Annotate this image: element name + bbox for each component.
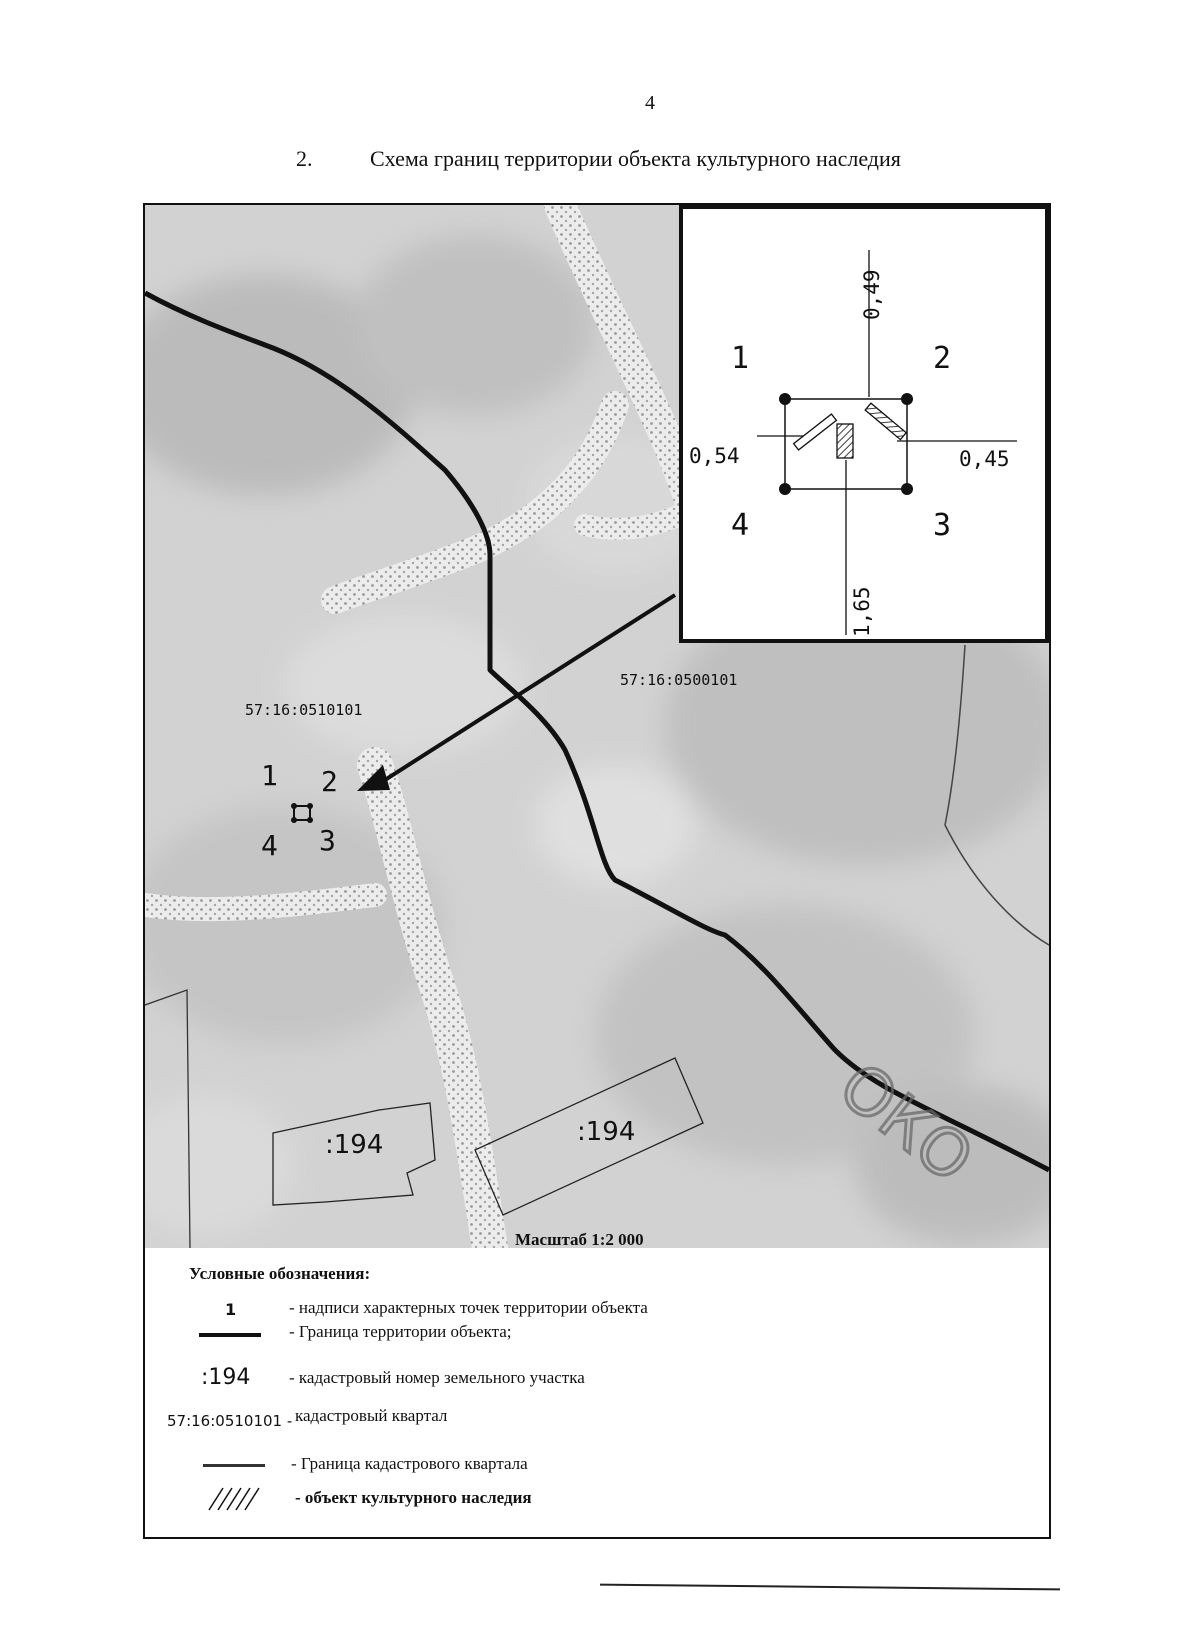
map-point-label-2: 2 xyxy=(321,765,338,798)
scale-label: Масштаб 1:2 000 xyxy=(515,1230,644,1249)
land-parcel-outline xyxy=(474,1057,704,1216)
page-number: 4 xyxy=(645,92,655,114)
territory-boundary-line xyxy=(145,290,1049,1173)
legend-text-boundary: - Граница территории объекта; xyxy=(289,1322,512,1341)
inset-point-label-2: 2 xyxy=(933,341,951,376)
dimension-label-left: 0,54 xyxy=(689,444,740,468)
object-marker xyxy=(291,803,313,823)
inset-detail: 1 2 4 3 0,49 0,54 0,45 1,65 xyxy=(679,205,1049,643)
parcel-label-south: :194 xyxy=(325,1130,383,1160)
map-point-label-1: 1 xyxy=(261,759,278,792)
legend-title: Условные обозначения: xyxy=(189,1264,371,1283)
legend: Условные обозначения: 1 - надписи характ… xyxy=(145,1248,1049,1538)
legend-text-point: - надписи характерных точек территории о… xyxy=(289,1298,648,1317)
legend-text-heritage: - объект культурного наследия xyxy=(295,1488,532,1507)
map-point-label-4: 4 xyxy=(261,829,278,862)
parcel-edge-left xyxy=(145,989,191,1248)
dimension-label-right: 0,45 xyxy=(959,447,1010,471)
pointer-arrowhead xyxy=(357,765,390,791)
quarter-label-east: 57:16:0500101 xyxy=(620,671,737,689)
legend-text-quarter-boundary: - Граница кадастрового квартала xyxy=(291,1454,528,1473)
territory-boundary-icon xyxy=(199,1333,261,1337)
land-parcel-outline-2 xyxy=(272,1102,436,1206)
pointer-arrow xyxy=(375,593,677,787)
heritage-object-left xyxy=(792,413,838,451)
hatch-icon xyxy=(208,1487,260,1511)
legend-text-parcel: - кадастровый номер земельного участка xyxy=(289,1368,585,1387)
inset-point-label-4: 4 xyxy=(731,508,749,543)
map-background xyxy=(145,205,1049,1248)
heritage-object-right xyxy=(864,402,908,441)
section-title: Схема границ территории объекта культурн… xyxy=(370,146,901,171)
heritage-object-center xyxy=(836,423,854,459)
object-territory-square xyxy=(784,398,908,490)
scan-artifact-line xyxy=(600,1583,1060,1591)
cadastral-map: 1 2 4 3 57:16:0510101 57:16:0500101 :194… xyxy=(145,205,1049,1248)
cadastral-quarter-boundary xyxy=(944,644,1049,946)
legend-symbol-quarter: 57:16:0510101 - xyxy=(167,1412,293,1430)
legend-symbol-parcel: :194 xyxy=(201,1365,251,1390)
parcel-label-east: :194 xyxy=(577,1117,635,1147)
dimension-label-bottom: 1,65 xyxy=(850,586,874,637)
page-title: 2. Схема границ территории объекта культ… xyxy=(296,146,901,172)
dimension-label-top: 0,49 xyxy=(860,269,884,320)
quarter-boundary-icon xyxy=(203,1464,265,1467)
inset-point-label-3: 3 xyxy=(933,508,951,543)
legend-text-quarter: кадастровый квартал xyxy=(295,1406,448,1425)
section-number: 2. xyxy=(296,146,313,171)
inset-point-label-1: 1 xyxy=(731,341,749,376)
legend-symbol-point: 1 xyxy=(225,1300,237,1319)
map-frame xyxy=(143,203,1051,1539)
quarter-label-west: 57:16:0510101 xyxy=(245,701,362,719)
map-point-label-3: 3 xyxy=(319,824,336,857)
